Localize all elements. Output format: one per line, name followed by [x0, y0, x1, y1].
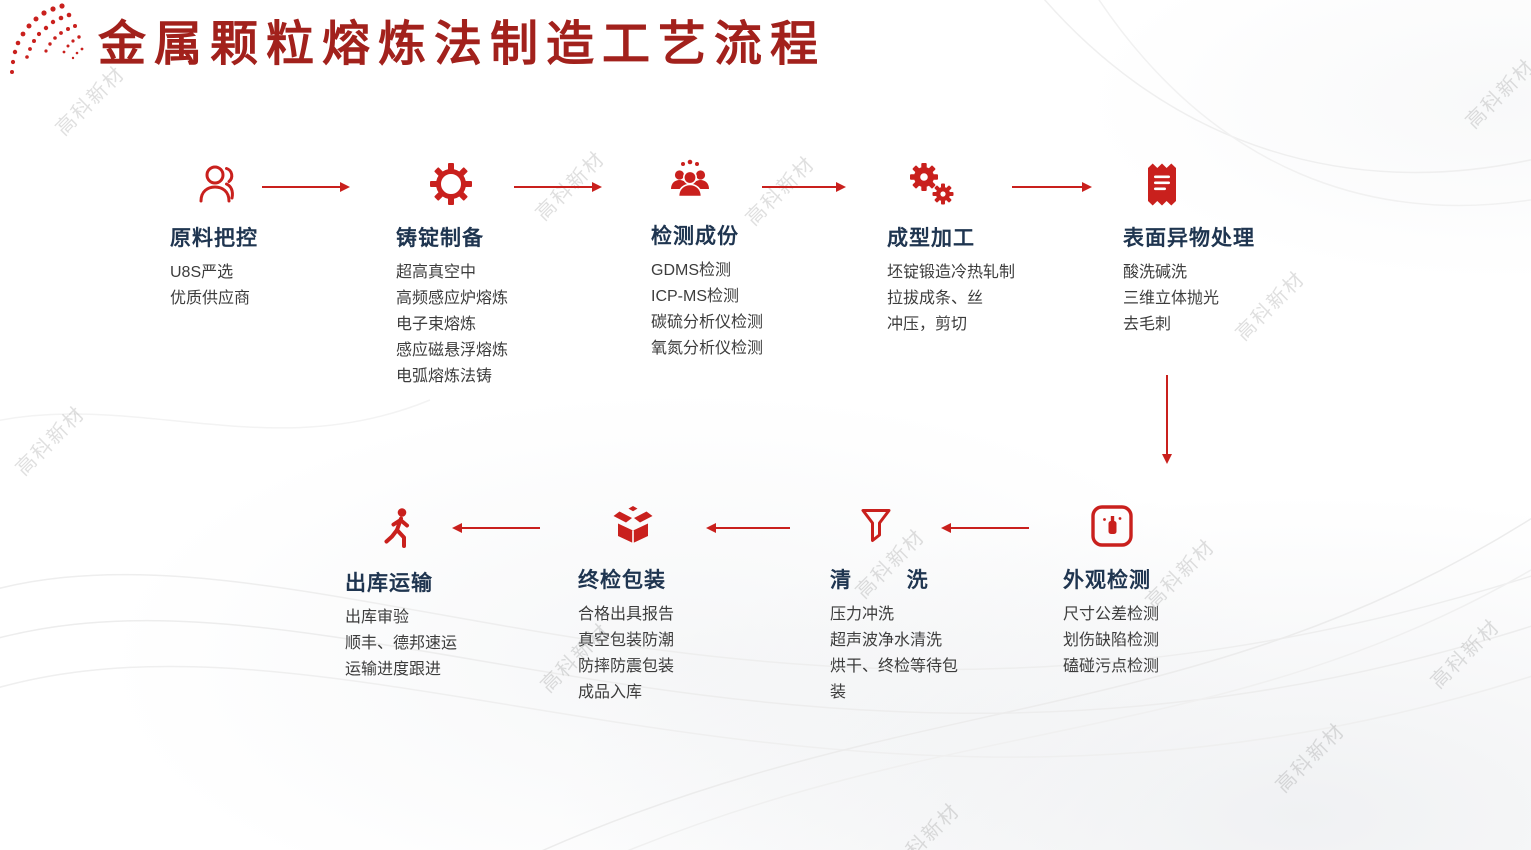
flow-arrow-left	[706, 523, 790, 533]
detail-line: GDMS检测	[651, 262, 732, 279]
detail-line: 成品入库	[578, 684, 643, 701]
detail-line: 合格出具报告	[578, 606, 675, 623]
team-icon	[666, 158, 714, 206]
step-title: 表面异物处理	[1123, 227, 1255, 250]
step-raw-material-control: 原料把控 U8S严选 优质供应商	[170, 160, 258, 312]
detail-line: 高频感应炉熔炼	[396, 290, 509, 307]
step-surface-treatment: 表面异物处理 酸洗碱洗 三维立体抛光 去毛刺	[1123, 160, 1255, 338]
detail-line: 冲压，剪切	[887, 316, 968, 333]
flow-arrow-right	[514, 182, 602, 192]
detail-line: U8S严选	[170, 264, 234, 281]
detail-line: 氧氮分析仪检测	[651, 340, 764, 357]
detail-line: 电子束熔炼	[396, 316, 477, 333]
step-details: 坯锭锻造冷热轧制 拉拔成条、丝 冲压，剪切	[887, 260, 1015, 338]
funnel-icon	[852, 502, 900, 550]
detail-line: 真空包装防潮	[578, 632, 675, 649]
receipt-icon	[1138, 160, 1186, 208]
step-title: 外观检测	[1063, 569, 1151, 592]
detail-line: 运输进度跟进	[345, 661, 442, 678]
double-gear-icon	[907, 160, 955, 208]
step-details: U8S严选 优质供应商	[170, 260, 258, 312]
person-outline-icon	[194, 160, 242, 208]
detail-line: 碳硫分析仪检测	[651, 314, 764, 331]
detail-line: 优质供应商	[170, 290, 251, 307]
inspection-badge-icon	[1088, 502, 1136, 550]
step-appearance-inspection: 外观检测 尺寸公差检测 划伤缺陷检测 磕碰污点检测	[1063, 502, 1159, 680]
detail-line: 烘干、终检等待包装	[830, 658, 959, 701]
detail-line: ICP-MS检测	[651, 288, 740, 305]
step-title: 终检包装	[578, 569, 666, 592]
step-composition-testing: 检测成份 GDMS检测 ICP-MS检测 碳硫分析仪检测 氧氮分析仪检测	[651, 158, 763, 362]
flow-arrow-down	[1162, 375, 1172, 464]
step-title: 清 洗	[830, 569, 929, 592]
detail-line: 感应磁悬浮熔炼	[396, 342, 509, 359]
detail-line: 坯锭锻造冷热轧制	[887, 264, 1016, 281]
step-title: 成型加工	[887, 227, 975, 250]
detail-line: 酸洗碱洗	[1123, 264, 1188, 281]
page-title: 金属颗粒熔炼法制造工艺流程	[98, 18, 827, 71]
flow-arrow-left	[941, 523, 1029, 533]
step-final-inspection-packaging: 终检包装 合格出具报告 真空包装防潮 防摔防震包装 成品入库	[578, 502, 674, 706]
step-forming-processing: 成型加工 坯锭锻造冷热轧制 拉拔成条、丝 冲压，剪切	[887, 160, 1015, 338]
dotted-logo	[10, 3, 84, 74]
gear-icon	[427, 160, 475, 208]
detail-line: 尺寸公差检测	[1063, 606, 1160, 623]
step-title: 检测成份	[651, 225, 739, 248]
step-details: 出库审验 顺丰、德邦速运 运输进度跟进	[345, 605, 457, 683]
detail-line: 出库审验	[345, 609, 410, 626]
detail-line: 防摔防震包装	[578, 658, 675, 675]
flow-arrow-left	[452, 523, 540, 533]
step-ingot-preparation: 铸锭制备 超高真空中 高频感应炉熔炼 电子束熔炼 感应磁悬浮熔炼 电弧熔炼法铸	[396, 160, 508, 390]
step-details: 酸洗碱洗 三维立体抛光 去毛刺	[1123, 260, 1255, 338]
step-details: 合格出具报告 真空包装防潮 防摔防震包装 成品入库	[578, 602, 674, 706]
detail-line: 电弧熔炼法铸	[396, 368, 493, 385]
detail-line: 超高真空中	[396, 264, 477, 281]
detail-line: 去毛刺	[1123, 316, 1172, 333]
flow-arrow-right	[1012, 182, 1092, 192]
detail-line: 磕碰污点检测	[1063, 658, 1160, 675]
step-title: 出库运输	[345, 572, 433, 595]
detail-line: 超声波净水清洗	[830, 632, 943, 649]
detail-line: 压力冲洗	[830, 606, 895, 623]
step-details: GDMS检测 ICP-MS检测 碳硫分析仪检测 氧氮分析仪检测	[651, 258, 763, 362]
step-details: 尺寸公差检测 划伤缺陷检测 磕碰污点检测	[1063, 602, 1159, 680]
step-outbound-transport: 出库运输 出库审验 顺丰、德邦速运 运输进度跟进	[345, 505, 457, 683]
step-title: 铸锭制备	[396, 227, 484, 250]
detail-line: 顺丰、德邦速运	[345, 635, 458, 652]
step-details: 压力冲洗 超声波净水清洗 烘干、终检等待包装	[830, 602, 972, 706]
detail-line: 划伤缺陷检测	[1063, 632, 1160, 649]
detail-line: 拉拔成条、丝	[887, 290, 984, 307]
open-box-icon	[609, 502, 657, 550]
flow-arrow-right	[762, 182, 846, 192]
flow-arrow-right	[262, 182, 350, 192]
step-details: 超高真空中 高频感应炉熔炼 电子束熔炼 感应磁悬浮熔炼 电弧熔炼法铸	[396, 260, 508, 390]
detail-line: 三维立体抛光	[1123, 290, 1220, 307]
step-title: 原料把控	[170, 227, 258, 250]
walking-person-icon	[375, 505, 423, 553]
step-cleaning: 清 洗 压力冲洗 超声波净水清洗 烘干、终检等待包装	[830, 502, 972, 706]
